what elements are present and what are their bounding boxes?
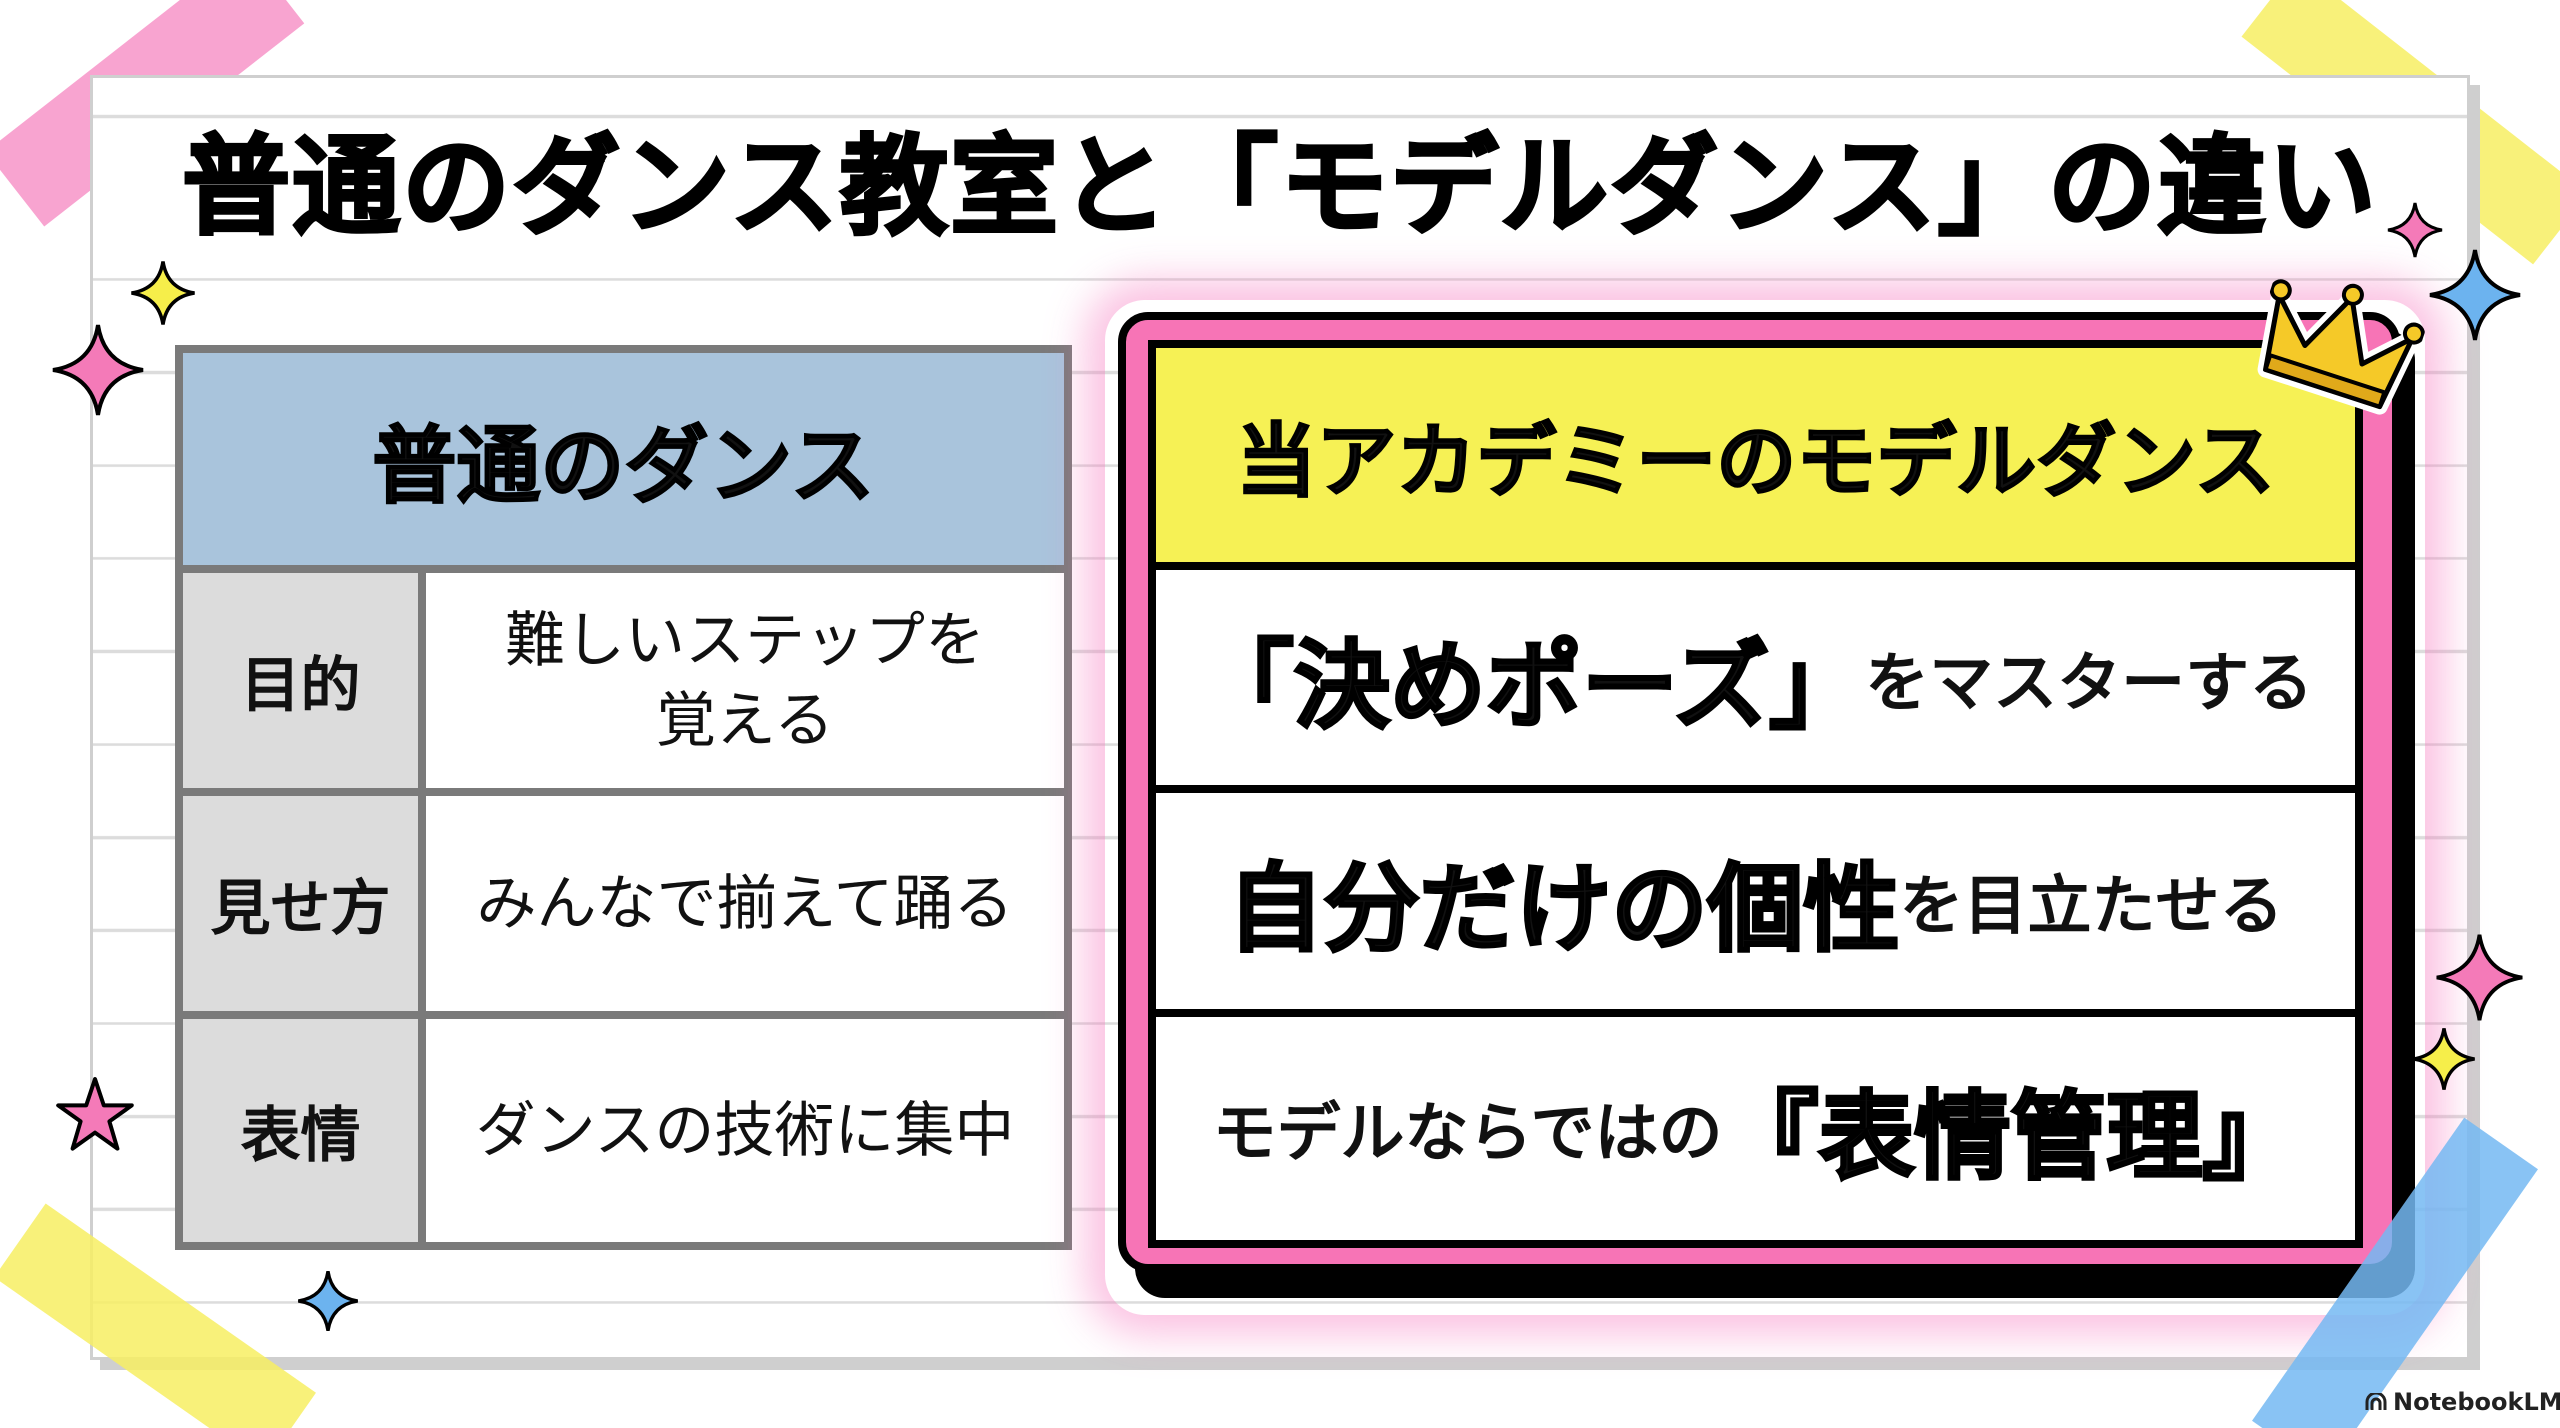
emphasis-text: 自分だけの個性 bbox=[1226, 852, 1901, 967]
pink-sparkle-icon bbox=[52, 324, 144, 416]
row-value-presentation: みんなで揃えて踊る bbox=[426, 796, 1064, 1019]
ordinary-dance-table: 普通のダンス 目的 難しいステップを 覚える 見せ方 みんなで揃えて踊る 表情 … bbox=[175, 345, 1072, 1250]
prefix-text: モデルならではの bbox=[1212, 1097, 1723, 1172]
model-dance-table: 当アカデミーのモデルダンス 「決めポーズ」 をマスターする 自分だけの個性 を目… bbox=[1148, 340, 2363, 1248]
pink-sparkle-right-icon bbox=[2436, 934, 2523, 1021]
row-label-expression: 表情 bbox=[183, 1019, 426, 1242]
model-dance-row-individuality: 自分だけの個性 を目立たせる bbox=[1156, 793, 2355, 1017]
row-value-purpose: 難しいステップを 覚える bbox=[426, 573, 1064, 796]
blue-sparkle-bottom-icon bbox=[297, 1270, 359, 1332]
rest-text: をマスターする bbox=[1865, 646, 2314, 721]
ordinary-dance-header: 普通のダンス bbox=[183, 353, 1064, 573]
model-dance-row-pose: 「決めポーズ」 をマスターする bbox=[1156, 570, 2355, 794]
pink-star-icon bbox=[56, 1077, 134, 1151]
brand-label: NotebookLM bbox=[2393, 1388, 2560, 1416]
crown-icon bbox=[2257, 279, 2425, 415]
blue-sparkle-icon bbox=[2429, 249, 2521, 341]
yellow-sparkle-right-icon bbox=[2413, 1028, 2475, 1090]
yellow-sparkle-icon bbox=[131, 261, 195, 325]
page-title: 普通のダンス教室と「モデルダンス」の違い bbox=[181, 124, 2378, 252]
model-dance-header: 当アカデミーのモデルダンス bbox=[1156, 348, 2355, 570]
row-label-purpose: 目的 bbox=[183, 573, 426, 796]
pink-sparkle-small-icon bbox=[2387, 202, 2443, 258]
model-dance-row-expression: モデルならではの 『表情管理』 bbox=[1156, 1017, 2355, 1240]
row-value-expression: ダンスの技術に集中 bbox=[475, 1095, 1015, 1166]
notebooklm-logo-icon bbox=[2365, 1393, 2387, 1410]
row-label-presentation: 見せ方 bbox=[183, 796, 426, 1019]
notebooklm-watermark: NotebookLM bbox=[2365, 1388, 2560, 1416]
rest-text: を目立たせる bbox=[1899, 869, 2284, 944]
emphasis-text: 『表情管理』 bbox=[1721, 1079, 2300, 1194]
value-line: 難しいステップを bbox=[505, 605, 985, 676]
value-line: 覚える bbox=[655, 685, 835, 756]
emphasis-text: 「決めポーズ」 bbox=[1196, 629, 1866, 744]
